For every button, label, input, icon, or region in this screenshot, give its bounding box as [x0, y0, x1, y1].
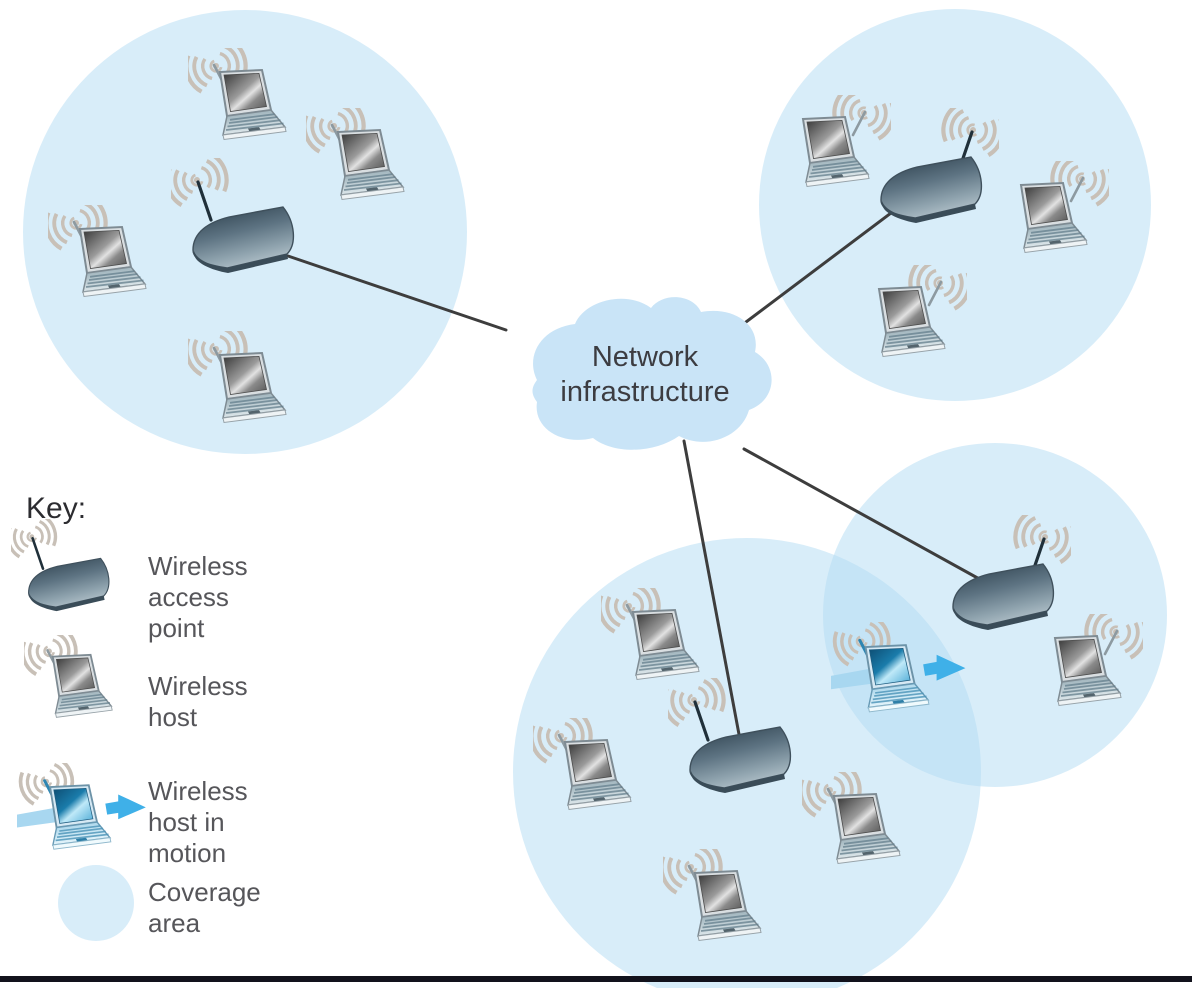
- wireless-access-point: [171, 158, 311, 279]
- cloud-label: Network infrastructure: [495, 282, 795, 468]
- key-title: Key:: [26, 492, 87, 525]
- link-line-bottom-middle: [682, 439, 743, 747]
- key-label-coverage-area: Coverage area: [148, 877, 261, 938]
- key-label-access-point: Wireless access point: [148, 550, 248, 643]
- wireless-access-point: [859, 108, 999, 229]
- wireless-host: [188, 331, 308, 436]
- wireless-host: [802, 772, 922, 877]
- link-line-top-left: [286, 254, 508, 332]
- wireless-host: [48, 205, 168, 310]
- key-label-host-in-motion: Wireless host in motion: [148, 775, 248, 868]
- wireless-access-point: [668, 678, 808, 799]
- wireless-host: [1023, 614, 1143, 719]
- cloud-shape: [532, 297, 772, 450]
- link-line-top-right: [732, 208, 897, 333]
- wireless-host: [533, 718, 653, 823]
- wireless-host: [188, 48, 308, 153]
- coverage-area-icon: [58, 865, 134, 941]
- cloud-label-line2: infrastructure: [560, 376, 730, 408]
- wireless-host: [847, 265, 967, 370]
- key-label-wireless-host: Wireless host: [148, 671, 248, 732]
- wireless-host-in-motion: [831, 622, 975, 727]
- cloud-label-line1: Network: [591, 341, 699, 373]
- network-infrastructure-cloud: Network infrastructure: [495, 282, 795, 468]
- link-line-bottom-right: [742, 447, 985, 583]
- wireless-host-icon: [24, 635, 132, 730]
- figure-bottom-rule: [0, 976, 1192, 982]
- wireless-host: [989, 161, 1109, 266]
- wireless-host: [663, 849, 783, 954]
- wireless-host-in-motion-icon: [17, 763, 155, 864]
- wireless-access-point-icon: [11, 519, 123, 617]
- wireless-host: [306, 108, 426, 213]
